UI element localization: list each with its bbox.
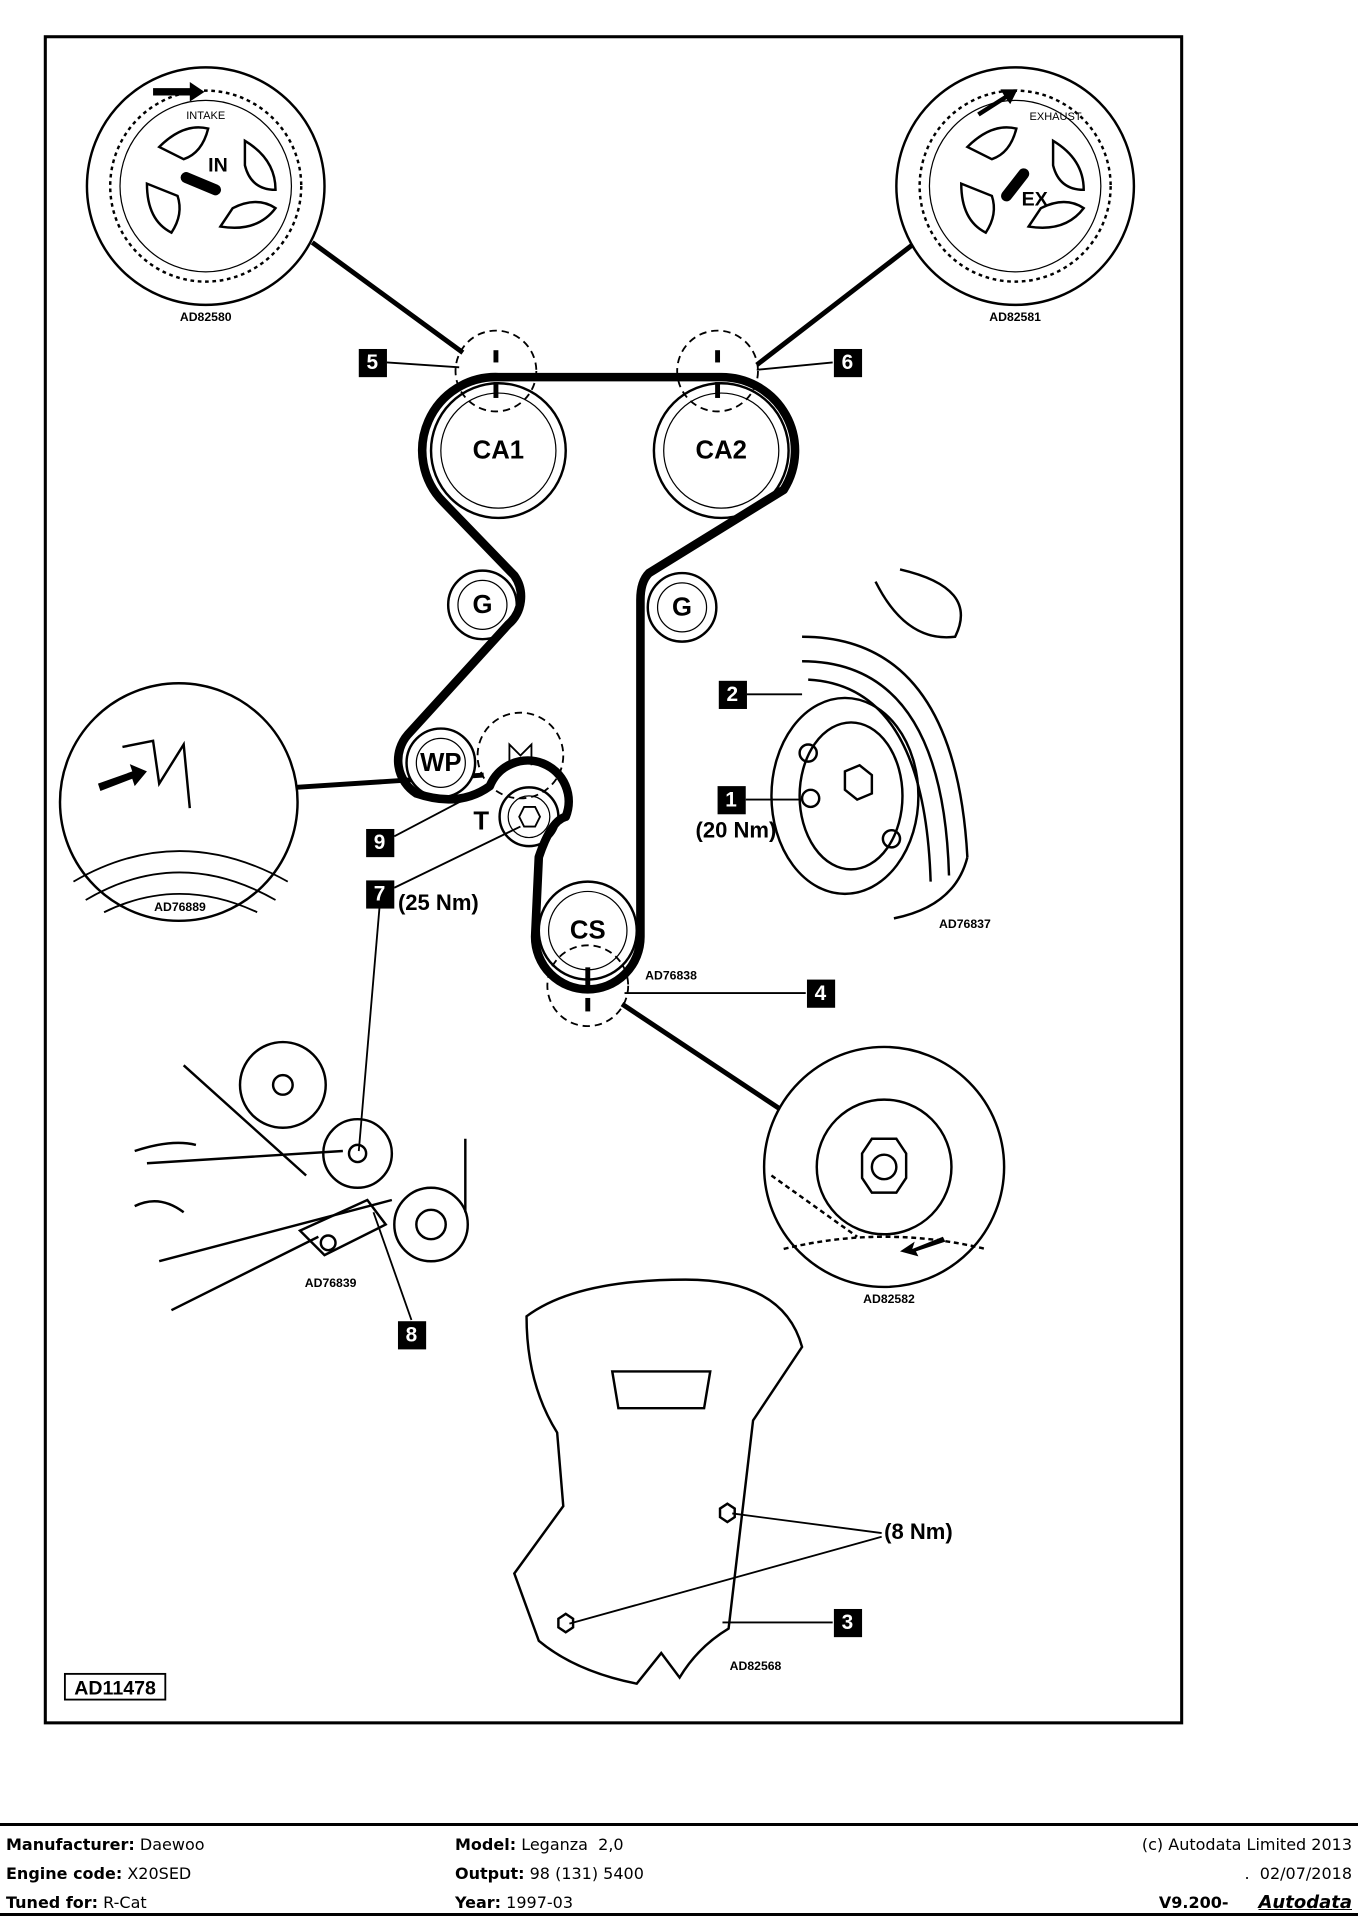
detail-circles [454, 329, 759, 1028]
callout-5: 5 [358, 348, 387, 378]
footer-col-left: Manufacturer: Daewoo Engine code: X20SED… [6, 1830, 205, 1917]
in-mark: IN [208, 154, 228, 176]
intake-mark: INTAKE [186, 110, 225, 122]
torque-1: (20 Nm) [696, 818, 777, 843]
arrow-icon [153, 82, 205, 102]
torque-7: (25 Nm) [398, 890, 479, 915]
version-row: V9.200- Autodata [1142, 1888, 1352, 1917]
pulley-cs: CS [570, 917, 606, 945]
code-exhaust: AD82581 [989, 310, 1041, 324]
callout-9: 9 [366, 828, 395, 858]
timing-marks [493, 350, 721, 1012]
exhaust-mark: EXHAUST [1030, 111, 1082, 123]
engine-code: Engine code: X20SED [6, 1864, 192, 1883]
svg-text:8: 8 [406, 1323, 418, 1346]
autodata-logo: Autodata [1258, 1892, 1353, 1913]
callout-4: 4 [806, 979, 836, 1008]
code-belt: AD76838 [645, 969, 697, 983]
svg-text:6: 6 [842, 351, 854, 374]
tensioner-pointer [508, 742, 533, 766]
water-pump-inset [58, 682, 299, 923]
pulley-ca2: CA2 [696, 437, 747, 465]
hex-icon [518, 806, 542, 828]
callout-8: 8 [397, 1321, 427, 1350]
tuned-for: Tuned for: R-Cat [6, 1893, 147, 1912]
code-crank-inset: AD82582 [863, 1292, 915, 1306]
svg-text:3: 3 [842, 1611, 854, 1634]
manufacturer: Manufacturer: Daewoo [6, 1835, 205, 1854]
footer-col-right: (c) Autodata Limited 2013 . 02/07/2018 V… [1142, 1830, 1352, 1917]
timing-belt [393, 372, 800, 994]
code-main: AD11478 [74, 1678, 156, 1700]
svg-text:9: 9 [374, 831, 386, 854]
tensioner-adjust-drawing [134, 1040, 469, 1312]
footer-col-mid: Model: Leganza 2,0 Output: 98 (131) 5400… [455, 1830, 644, 1917]
svg-text:7: 7 [374, 883, 386, 906]
print-date: . 02/07/2018 [1244, 1864, 1352, 1883]
code-cover: AD82568 [730, 1659, 782, 1673]
intake-sprocket-inset: INTAKE IN [85, 66, 326, 307]
callout-leaders [357, 361, 882, 1625]
svg-text:5: 5 [366, 351, 378, 374]
callout-7: 7 [366, 880, 395, 909]
pulley-t: T [473, 808, 489, 836]
diagram-frame [43, 35, 1184, 1725]
svg-text:4: 4 [815, 982, 827, 1005]
code-pulley: AD76837 [939, 917, 991, 931]
timing-cover-drawing [512, 1278, 804, 1686]
exhaust-sprocket-inset: EXHAUST EX [895, 66, 1136, 307]
torque-3: (8 Nm) [884, 1519, 953, 1544]
pulley-g-left: G [472, 591, 492, 619]
svg-text:2: 2 [726, 683, 738, 706]
inset-leaders [296, 240, 914, 1111]
callout-1: 1 [717, 786, 746, 815]
output: Output: 98 (131) 5400 [455, 1864, 644, 1883]
pulley-wp: WP [420, 749, 461, 777]
main-code-box [63, 1672, 167, 1701]
crankshaft-sprocket-inset [762, 1045, 1006, 1289]
callout-6: 6 [833, 348, 863, 378]
callout-2: 2 [718, 680, 747, 709]
arrow-icon [900, 1236, 946, 1257]
copyright: (c) Autodata Limited 2013 [1141, 1835, 1352, 1854]
pulleys [405, 382, 790, 981]
code-intake: AD82580 [180, 310, 232, 324]
version: V9.200- [1158, 1893, 1229, 1912]
year: Year: 1997-03 [455, 1893, 574, 1912]
arrow-icon [97, 764, 147, 792]
footer: Manufacturer: Daewoo Engine code: X20SED… [0, 1823, 1358, 1916]
pulley-ca1: CA1 [473, 437, 524, 465]
crankshaft-pulley-drawing [770, 568, 969, 920]
model: Model: Leganza 2,0 [455, 1835, 624, 1854]
ex-mark: EX [1022, 189, 1048, 211]
code-left-inset: AD76889 [154, 900, 206, 914]
callout-3: 3 [833, 1608, 863, 1638]
arrow-icon [977, 89, 1018, 117]
svg-text:1: 1 [725, 788, 737, 811]
code-tensioner: AD76839 [305, 1276, 357, 1290]
pulley-g-right: G [672, 593, 692, 621]
